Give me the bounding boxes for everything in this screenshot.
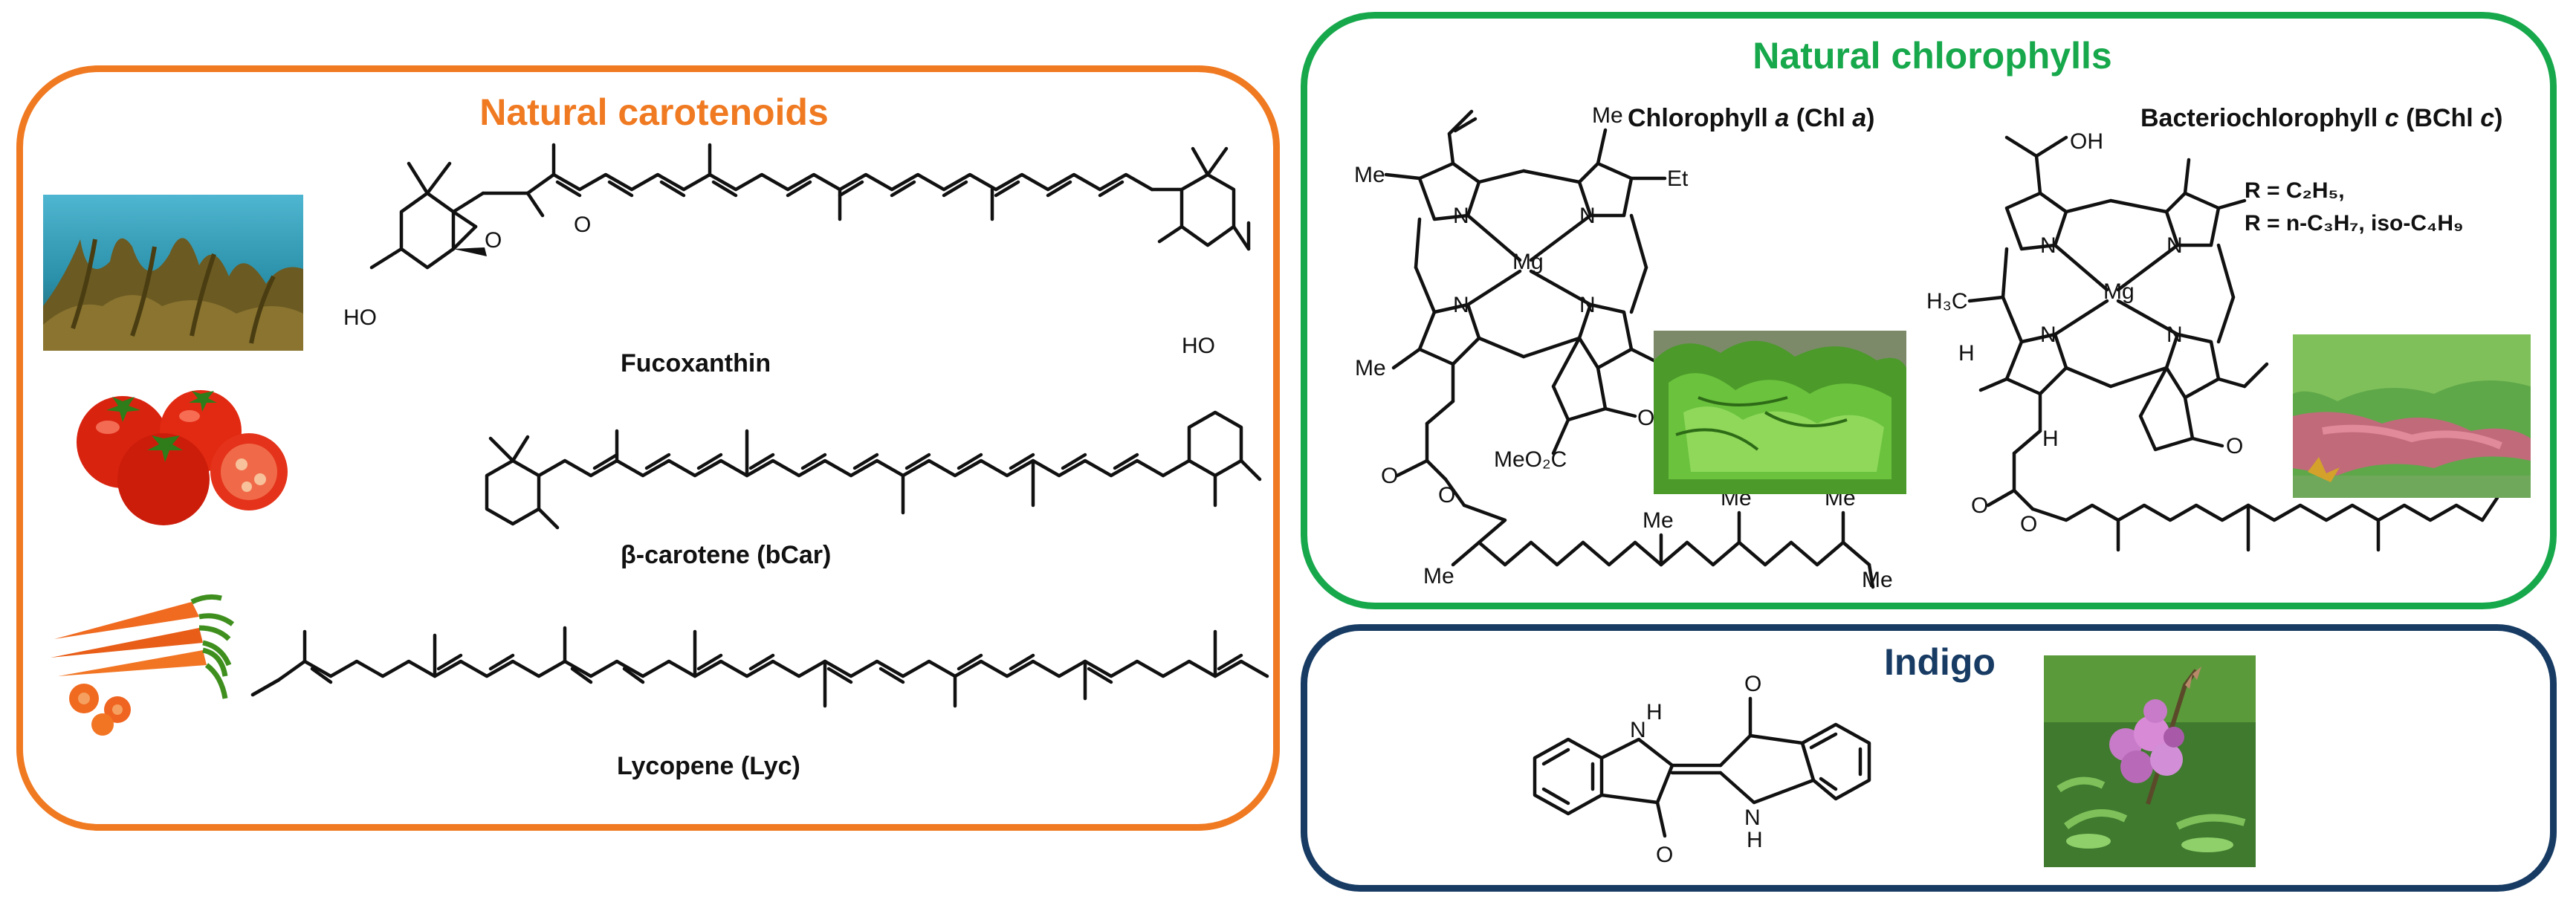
chl-a-label-suffix: )	[1866, 104, 1875, 132]
indigo-nh2: H	[1747, 828, 1763, 852]
chl-a-label-prefix: Chlorophyll	[1628, 104, 1776, 132]
chl-a-label-italic1: a	[1775, 104, 1790, 132]
bchl-c-label-italic1: c	[2384, 104, 2399, 132]
bchl-c-label-mid: (BChl	[2398, 104, 2481, 132]
indigo-nh1: H	[1646, 700, 1663, 724]
indigo-title: Indigo	[1884, 641, 1996, 683]
chlorophylls-title: Natural chlorophylls	[1753, 35, 2112, 77]
chl-a-keto-o: O	[1637, 406, 1654, 430]
carrot-photo	[43, 587, 236, 736]
chl-a-n4: N	[1579, 293, 1596, 317]
bchl-c-h1: H	[1958, 341, 1975, 366]
fucoxanthin-ho2: HO	[1182, 334, 1215, 358]
chl-a-label: Chlorophyll a (Chl a)	[1628, 104, 1874, 133]
chl-a-structure: Mg N N N N Me Me Et Me Me O MeO₂C O O Me…	[1354, 103, 1893, 592]
chl-a-n3: N	[1453, 293, 1469, 317]
indigo-flower-photo	[2044, 655, 2256, 867]
bchl-c-keto-o: O	[2226, 434, 2243, 458]
chl-a-tail-me5: Me	[1862, 568, 1893, 592]
seaweed-photo	[43, 195, 303, 351]
bcar-label: β-carotene (bCar)	[621, 541, 832, 569]
chl-a-n2: N	[1579, 204, 1596, 228]
chl-a-me2: Me	[1592, 103, 1623, 128]
bchl-c-n2: N	[2166, 233, 2183, 258]
microbial-mat-photo	[2293, 334, 2531, 498]
bchl-c-label-prefix: Bacteriochlorophyll	[2140, 104, 2385, 132]
chl-a-me3: Me	[1355, 356, 1386, 380]
indigo-n1: N	[1630, 718, 1646, 742]
lycopene-label: Lycopene (Lyc)	[617, 752, 800, 780]
bchl-c-h2: H	[2042, 427, 2059, 451]
fucoxanthin-epoxide-o: O	[485, 228, 502, 253]
bchl-c-oh: OH	[2070, 129, 2103, 154]
carotenoids-title: Natural carotenoids	[479, 91, 829, 133]
fucoxanthin-keto-o: O	[574, 213, 591, 237]
indigo-structure: N H O O N H	[1533, 672, 1871, 867]
chl-a-n1: N	[1453, 204, 1469, 228]
chl-a-me1: Me	[1354, 163, 1385, 187]
chl-a-meo2c: MeO₂C	[1494, 447, 1567, 472]
chl-a-label-italic2: a	[1852, 104, 1867, 132]
chl-a-mg: Mg	[1512, 250, 1544, 274]
bcar-structure	[485, 410, 1262, 530]
bchl-c-structure: OH H₃C Mg N N N N H H O O O	[1926, 129, 2499, 552]
chl-a-label-mid: (Chl	[1789, 104, 1853, 132]
chl-a-ester-o2: O	[1438, 483, 1455, 508]
chl-a-tail-me2: Me	[1643, 508, 1674, 533]
indigo-panel	[1301, 624, 2557, 892]
bchl-c-label: Bacteriochlorophyll c (BChl c)	[2140, 104, 2502, 133]
bchl-c-ester-o1: O	[1971, 493, 1988, 518]
chl-a-et: Et	[1667, 166, 1689, 191]
lycopene-structure	[250, 626, 1269, 708]
bchl-c-n3: N	[2040, 322, 2056, 347]
chl-a-ester-o1: O	[1381, 464, 1398, 488]
bchl-c-ester-o2: O	[2020, 512, 2037, 536]
bchl-c-r-line2: R = n-C₃H₇, iso-C₄H₉	[2245, 211, 2464, 236]
fucoxanthin-structure: O HO O HO	[343, 143, 1251, 358]
chl-a-tail-me1: Me	[1423, 564, 1454, 589]
bchl-c-label-suffix: )	[2494, 104, 2503, 132]
bchl-c-mg: Mg	[2103, 279, 2135, 304]
fucoxanthin-label: Fucoxanthin	[621, 349, 771, 377]
bchl-c-r-line1: R = C₂H₅,	[2245, 178, 2345, 203]
green-algae-photo	[1654, 331, 1906, 494]
bchl-c-label-italic2: c	[2480, 104, 2495, 132]
indigo-o2: O	[1744, 672, 1761, 696]
bchl-c-n4: N	[2166, 322, 2183, 347]
indigo-n2: N	[1744, 805, 1761, 830]
bchl-c-h3c: H₃C	[1926, 289, 1968, 314]
indigo-o1: O	[1656, 843, 1673, 867]
bchl-c-n1: N	[2040, 233, 2056, 258]
tomato-photo	[52, 379, 297, 528]
fucoxanthin-ho1: HO	[343, 305, 377, 330]
